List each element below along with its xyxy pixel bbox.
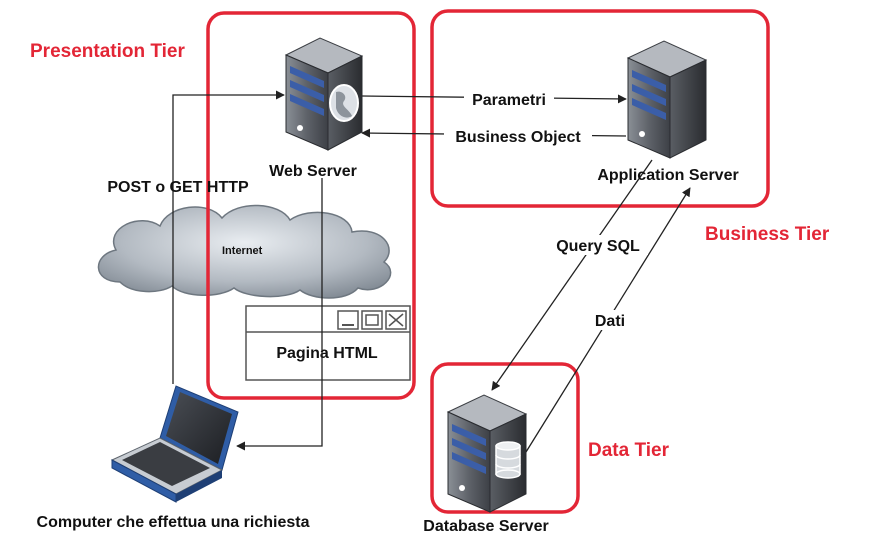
web-server: Web Server xyxy=(269,37,364,180)
flow-labels: Parametri Business Object Query SQL Dati… xyxy=(107,89,648,330)
request-arrow xyxy=(172,90,285,384)
cloud-label: Internet xyxy=(222,245,263,257)
response-arrow xyxy=(236,178,323,451)
presentation-tier-label: Presentation Tier xyxy=(30,41,185,62)
business-tier-label: Business Tier xyxy=(705,224,830,245)
application-server: Application Server xyxy=(597,40,739,184)
globe-icon xyxy=(329,84,359,122)
tier-labels: Presentation Tier Business Tier Data Tie… xyxy=(30,41,830,461)
application-server-label: Application Server xyxy=(597,167,738,184)
data-tier-label: Data Tier xyxy=(588,440,670,461)
client-label: Computer che effettua una richiesta xyxy=(37,514,310,531)
laptop-icon xyxy=(110,385,239,503)
client-laptop: Computer che effettua una richiesta xyxy=(37,385,310,531)
presentation-tier-border xyxy=(206,11,416,400)
business-tier-border xyxy=(430,9,770,208)
browser-window-icon xyxy=(245,305,411,381)
browser-window: Pagina HTML xyxy=(245,305,411,381)
server-icon xyxy=(446,394,528,513)
query-sql-arrow xyxy=(491,159,653,391)
dati-label: Dati xyxy=(595,313,625,330)
data-tier-border xyxy=(430,362,580,514)
web-server-label: Web Server xyxy=(269,163,357,180)
request-label: POST o GET HTTP xyxy=(107,179,249,196)
business-object-label: Business Object xyxy=(455,129,581,146)
parametri-label: Parametri xyxy=(472,92,546,109)
database-server: Database Server xyxy=(423,394,549,535)
query-sql-label: Query SQL xyxy=(556,238,640,255)
database-server-label: Database Server xyxy=(423,518,548,535)
cloud-icon xyxy=(97,204,392,299)
database-icon xyxy=(495,441,521,479)
server-icon xyxy=(626,40,708,159)
browser-window-label: Pagina HTML xyxy=(276,345,378,362)
internet-cloud: Internet xyxy=(97,204,392,299)
